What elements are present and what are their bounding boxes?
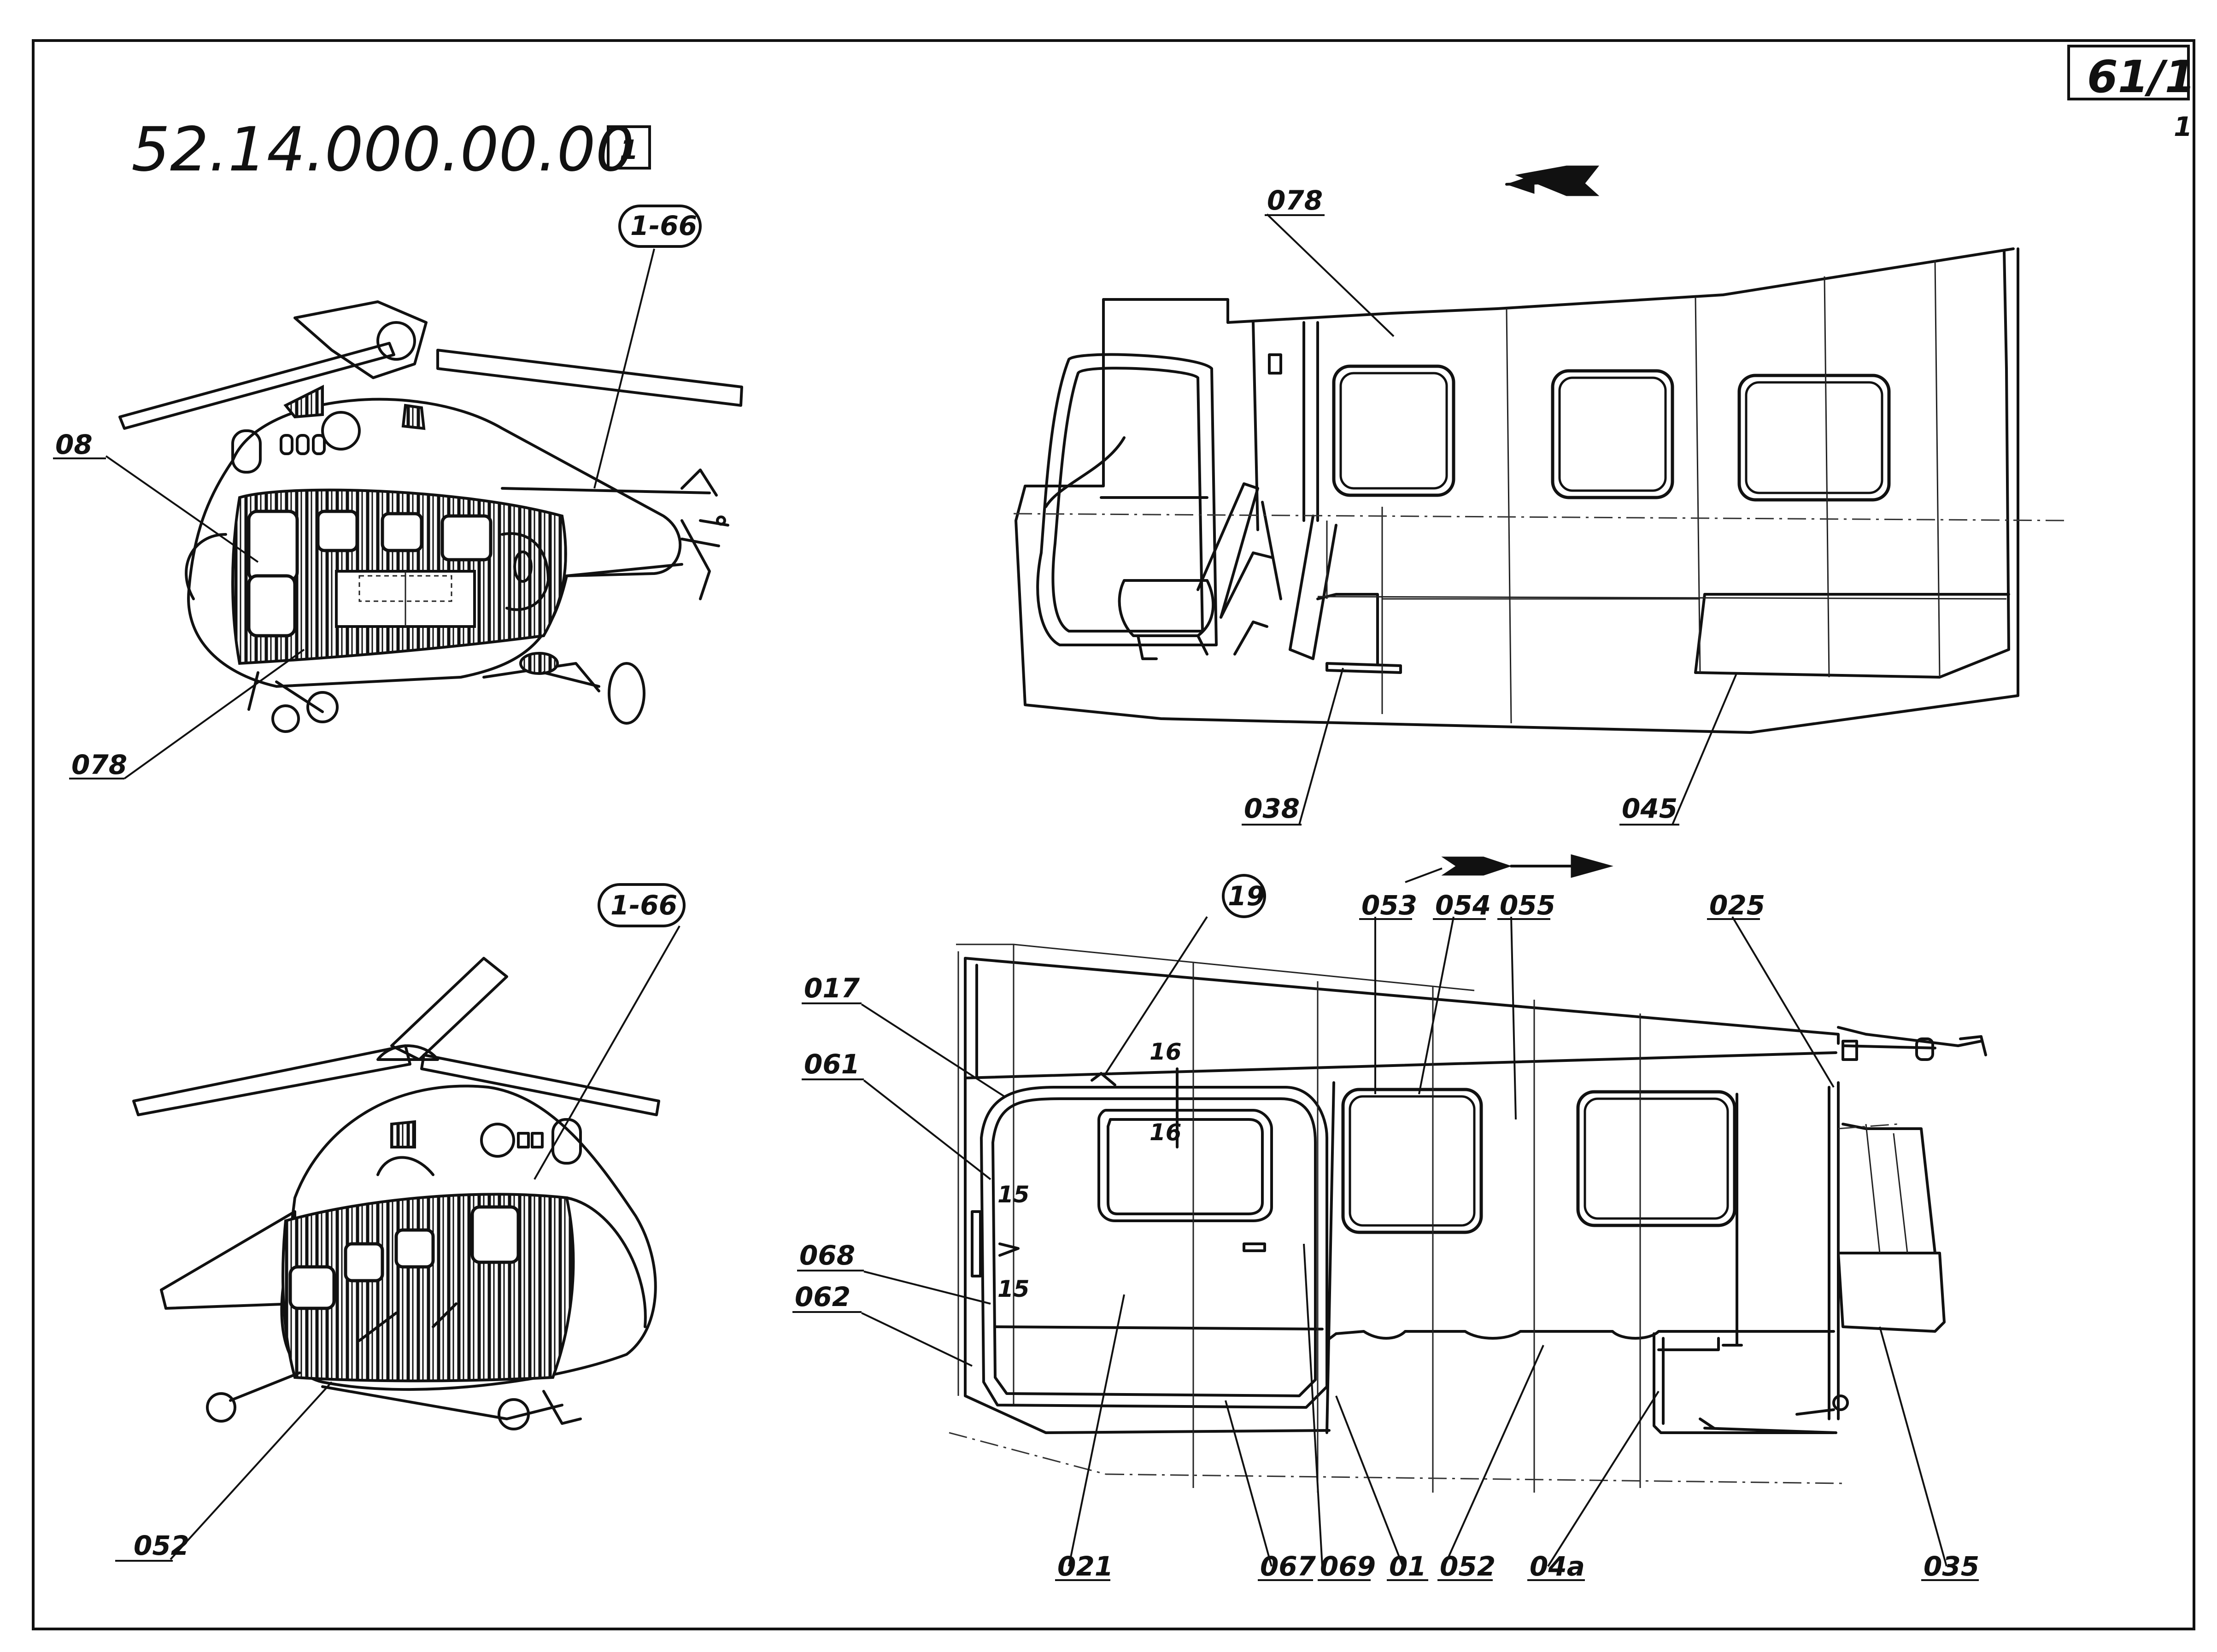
label-052-right: 052 <box>1440 1551 1496 1582</box>
section-mark-16b: 16 <box>1150 1119 1182 1146</box>
page-sub: 1 <box>2174 111 2192 142</box>
section-mark-16a: 16 <box>1150 1038 1182 1065</box>
label-035: 035 <box>1924 1551 1979 1582</box>
label-017: 017 <box>804 972 860 1004</box>
sheet-border <box>32 39 2195 1630</box>
sheet-box <box>607 125 651 170</box>
label-068: 068 <box>799 1240 855 1271</box>
page-ref: 61/1 <box>2087 51 2195 103</box>
range-callout-bottom <box>598 883 686 927</box>
label-061: 061 <box>804 1049 860 1080</box>
helicopter-view-bottom-left <box>132 926 680 1560</box>
label-052-left: 052 <box>134 1530 189 1561</box>
label-038: 038 <box>1244 793 1300 824</box>
label-078-left: 078 <box>71 749 127 780</box>
callout-19-circle <box>1222 874 1266 918</box>
label-069: 069 <box>1320 1551 1376 1582</box>
range-callout-top <box>618 205 702 248</box>
helicopter-view-top-left <box>105 248 743 779</box>
label-021: 021 <box>1057 1551 1113 1582</box>
page-ref-box <box>2067 45 2190 100</box>
label-08: 08 <box>55 429 93 460</box>
label-025: 025 <box>1709 890 1765 921</box>
drawing-number: 52.14.000.00.00 <box>131 114 634 185</box>
range-callout-top-text: 1-66 <box>630 210 697 241</box>
label-078-top: 078 <box>1267 185 1323 216</box>
cabin-view-bottom-right <box>861 854 1987 1567</box>
range-callout-bottom-text: 1-66 <box>610 890 677 921</box>
cabin-view-top-right <box>1013 165 2069 825</box>
label-053: 053 <box>1361 890 1417 921</box>
label-054: 054 <box>1435 890 1491 921</box>
label-062: 062 <box>795 1281 850 1312</box>
section-mark-15a: 15 <box>997 1181 1030 1208</box>
callout-19: 19 <box>1228 880 1265 912</box>
sheet-box-number: 1 <box>620 134 638 165</box>
label-01: 01 <box>1389 1551 1426 1582</box>
label-04a: 04a <box>1530 1551 1585 1582</box>
label-045: 045 <box>1622 793 1677 824</box>
label-067: 067 <box>1260 1551 1316 1582</box>
section-mark-15b: 15 <box>997 1276 1030 1302</box>
label-055: 055 <box>1500 890 1555 921</box>
